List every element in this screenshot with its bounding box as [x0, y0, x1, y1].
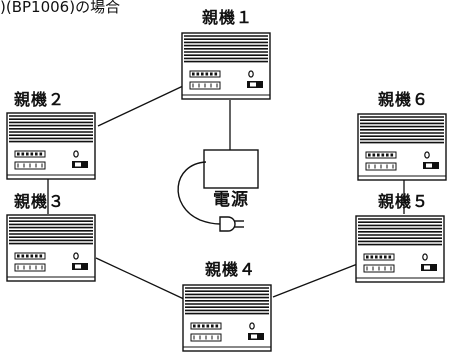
label-unit-4: 親機４ — [205, 260, 257, 279]
label-unit-5: 親機５ — [378, 192, 430, 211]
label-unit-2: 親機２ — [14, 90, 66, 109]
label-unit-1: 親機１ — [202, 8, 254, 27]
power-cord — [177, 161, 221, 225]
label-unit-3: 親機３ — [14, 192, 66, 211]
power-adapter-box — [203, 149, 259, 189]
unit-1-device — [181, 32, 271, 100]
page-header: )(BP1006)の場合 — [0, 0, 121, 16]
label-unit-6: 親機６ — [378, 90, 430, 109]
connection-unit-1-unit-2 — [97, 85, 184, 127]
unit-2-device — [6, 112, 96, 180]
unit-6-device — [357, 113, 447, 181]
unit-4-device — [182, 284, 272, 352]
unit-5-device — [355, 215, 445, 283]
units-group — [6, 32, 447, 352]
label-power: 電源 — [213, 190, 249, 210]
unit-3-device — [6, 214, 96, 282]
connection-unit-4-unit-5 — [272, 262, 361, 298]
power-supply — [177, 149, 259, 232]
power-plug-icon — [219, 216, 244, 232]
connection-unit-3-unit-4 — [95, 257, 187, 301]
connection-lines — [47, 85, 405, 301]
